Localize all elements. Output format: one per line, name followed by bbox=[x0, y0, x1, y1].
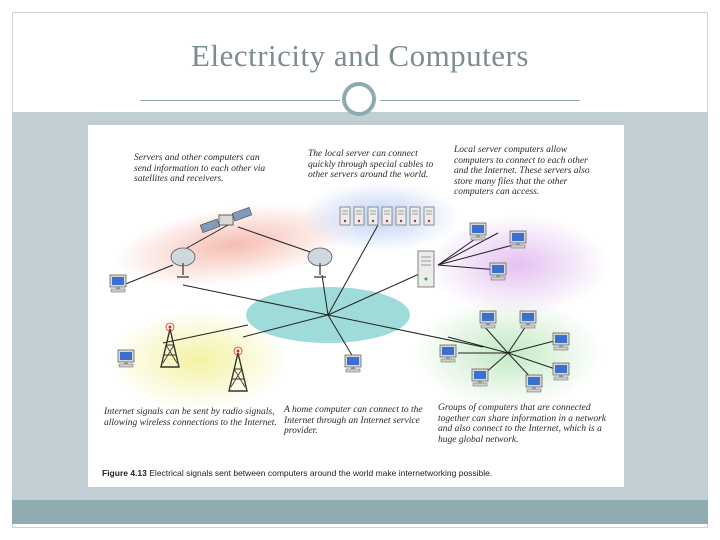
computer-icon bbox=[469, 222, 487, 241]
bottom-bar bbox=[12, 500, 708, 524]
computer-icon bbox=[552, 332, 570, 351]
computer-icon bbox=[439, 344, 457, 363]
computer-icon bbox=[471, 368, 489, 387]
satellite-icon bbox=[199, 206, 253, 234]
radio-region-glow bbox=[108, 310, 288, 410]
computer-icon bbox=[519, 310, 537, 329]
local-server-icon bbox=[417, 250, 435, 288]
figure-caption-text: Electrical signals sent between computer… bbox=[149, 468, 493, 478]
caption-home-computer: A home computer can connect to the Inter… bbox=[284, 405, 423, 436]
network-diagram bbox=[108, 182, 608, 410]
caption-groups: Groups of computers that are connected t… bbox=[438, 403, 606, 445]
slide-title: Electricity and Computers bbox=[191, 38, 529, 73]
computer-icon bbox=[109, 274, 127, 293]
figure-label: Figure 4.13 bbox=[102, 468, 147, 478]
caption-servers: Servers and other computers can send inf… bbox=[134, 153, 266, 184]
title-circle-ornament bbox=[342, 82, 376, 116]
caption-local-server-computers: Local server computers allow computers t… bbox=[454, 145, 590, 197]
computer-icon bbox=[509, 230, 527, 249]
figure-caption: Figure 4.13 Electrical signals sent betw… bbox=[102, 468, 602, 478]
computer-icon bbox=[552, 362, 570, 381]
server-region-glow bbox=[300, 182, 460, 252]
computer-icon bbox=[525, 374, 543, 393]
computer-icon bbox=[117, 349, 135, 368]
computer-icon bbox=[489, 262, 507, 281]
home-computer-icon bbox=[344, 354, 362, 373]
title-rule-left bbox=[140, 100, 340, 101]
satellite-region-glow bbox=[114, 203, 352, 287]
computer-icon bbox=[479, 310, 497, 329]
caption-local-server: The local server can connect quickly thr… bbox=[308, 149, 434, 180]
title-rule-right bbox=[380, 100, 580, 101]
network-diagram-figure: Servers and other computers can send inf… bbox=[88, 125, 624, 487]
caption-radio: Internet signals can be sent by radio si… bbox=[104, 407, 277, 428]
server-rack-icon bbox=[339, 206, 435, 226]
satellite-dish-icon bbox=[307, 247, 333, 278]
connection-lines bbox=[122, 224, 514, 358]
